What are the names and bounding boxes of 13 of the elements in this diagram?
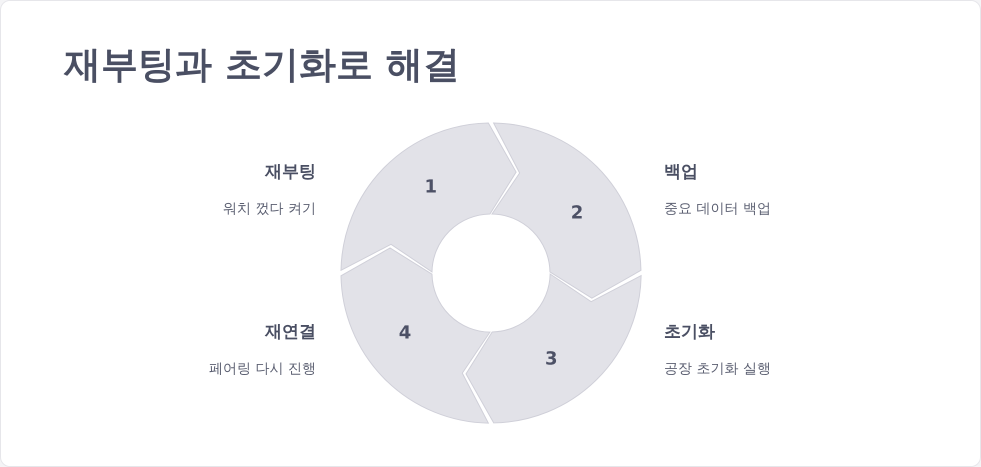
- step-title: 재연결: [265, 321, 316, 343]
- step-description: 중요 데이터 백업: [664, 200, 771, 218]
- step-title: 재부팅: [265, 161, 316, 183]
- title: 재부팅과 초기화로 해결: [64, 42, 460, 88]
- step-number: 4: [398, 322, 412, 344]
- step-description: 워치 껐다 켜기: [223, 200, 316, 218]
- step-title: 백업: [664, 161, 698, 183]
- step-description: 페어링 다시 진행: [209, 360, 316, 378]
- step-number: 3: [544, 348, 558, 370]
- step-number: 1: [424, 176, 438, 198]
- step-title: 초기화: [664, 321, 715, 343]
- step-description: 공장 초기화 실행: [664, 360, 771, 378]
- step-number: 2: [570, 202, 584, 224]
